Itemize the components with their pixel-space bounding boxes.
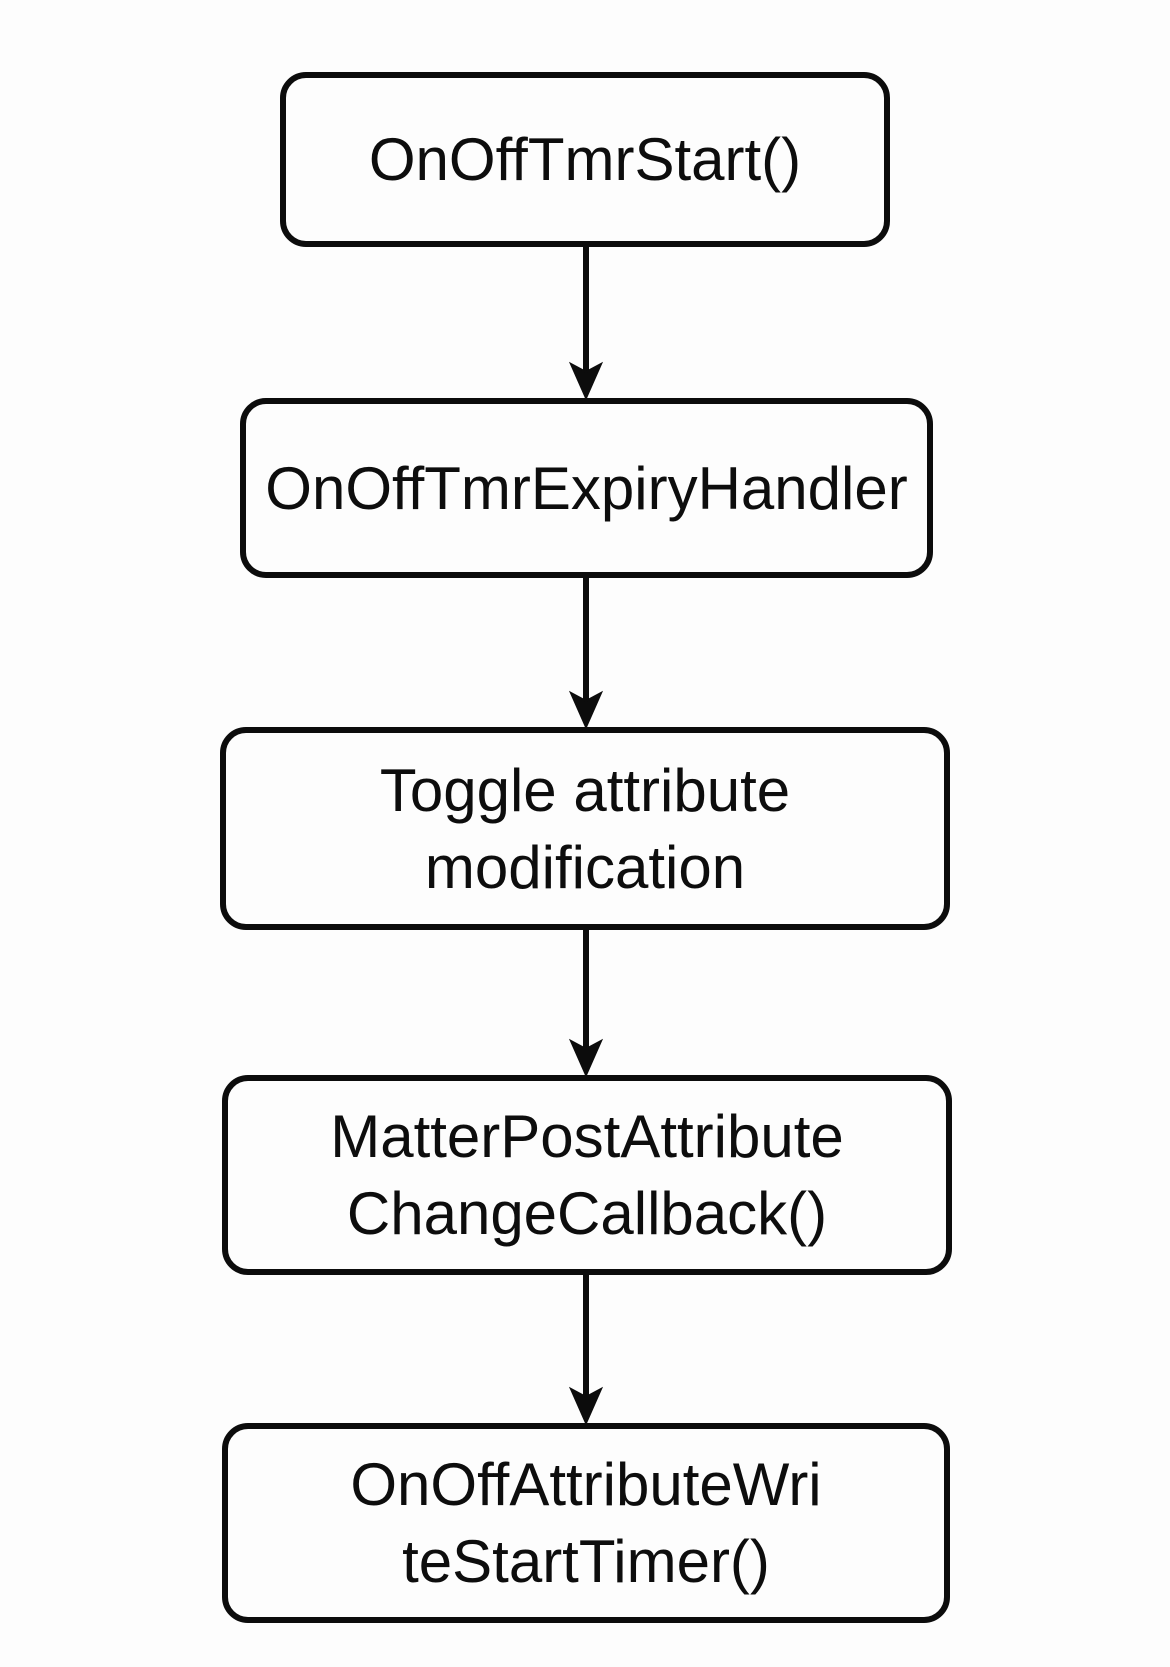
node-label: MatterPostAttribute ChangeCallback(): [330, 1103, 844, 1247]
flow-node-toggle-attribute-modification: Toggle attribute modification: [220, 727, 950, 930]
node-label: Toggle attribute modification: [379, 756, 791, 901]
flow-node-matter-post-attribute-change-callback: MatterPostAttribute ChangeCallback(): [222, 1075, 952, 1275]
node-label: OnOffTmrStart(): [368, 126, 802, 193]
flow-node-onoff-attribute-write-start-timer: OnOffAttributeWri teStartTimer(): [222, 1423, 950, 1623]
arrow-down-2: [568, 578, 604, 730]
node-label: OnOffAttributeWri teStartTimer(): [350, 1451, 822, 1595]
flow-node-onoff-tmr-expiry-handler: OnOffTmrExpiryHandler: [240, 398, 933, 578]
arrow-down-3: [568, 930, 604, 1078]
flow-node-onoff-tmr-start: OnOffTmrStart(): [280, 72, 890, 247]
arrow-down-1: [568, 247, 604, 401]
node-label: OnOffTmrExpiryHandler: [265, 454, 908, 522]
arrow-down-4: [568, 1275, 604, 1426]
